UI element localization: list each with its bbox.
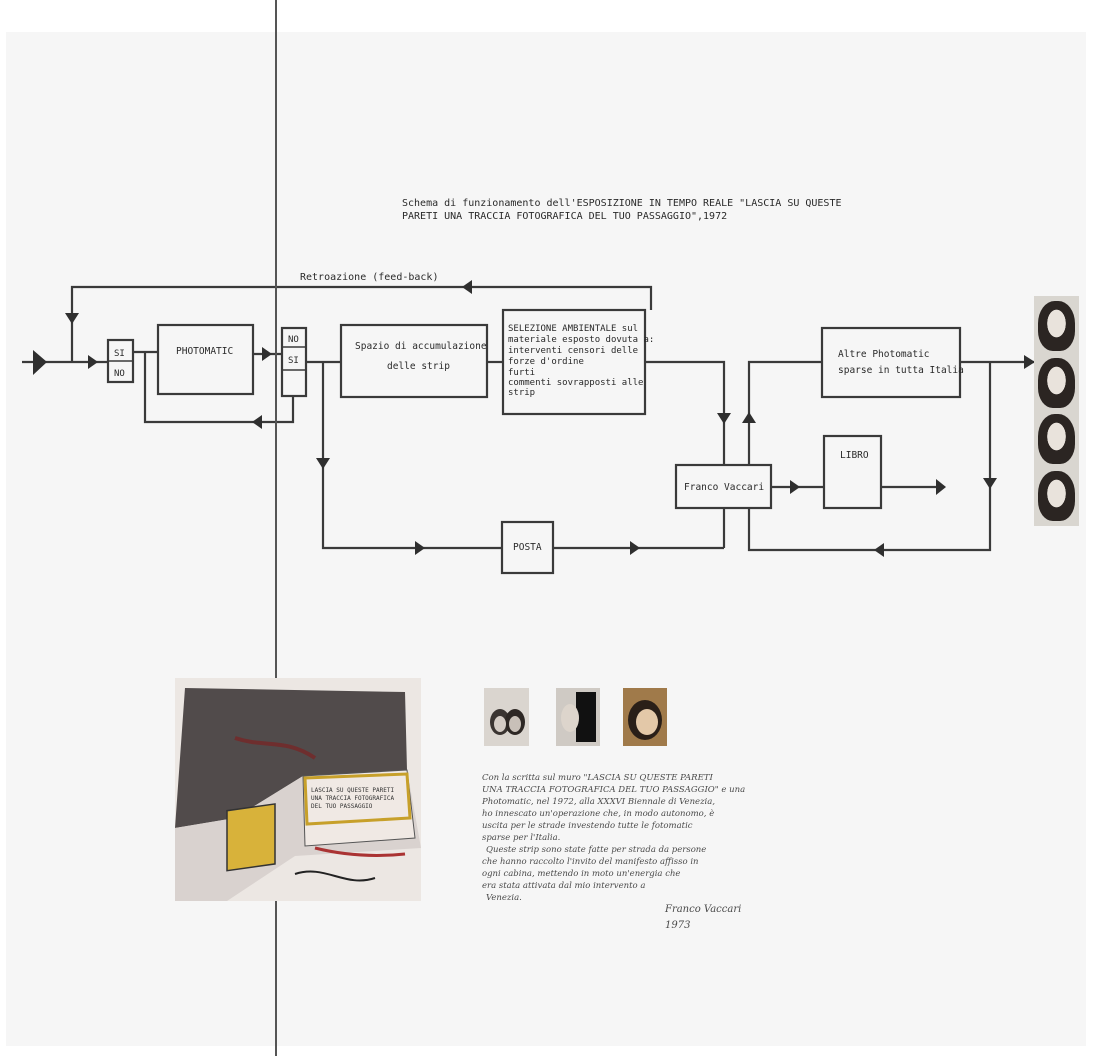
si-label-1: SI <box>114 349 125 359</box>
diagram-title-line1: Schema di funzionamento dell'ESPOSIZIONE… <box>402 198 842 209</box>
no-label-2: NO <box>288 335 299 345</box>
si-label-2: SI <box>288 356 299 366</box>
posta-label: POSTA <box>513 542 542 553</box>
handwritten-note: Con la scritta sul muro "LASCIA SU QUEST… <box>481 773 745 931</box>
posta-down-arrow <box>316 458 330 469</box>
selezione-to-franco <box>645 362 724 465</box>
hand-line-9: ogni cabina, mettendo in moto un'energia… <box>482 869 680 879</box>
thumb-2-image <box>556 688 600 746</box>
feedback-left-arrow <box>462 280 472 294</box>
sketch-drawing: LASCIA SU QUESTE PARETI UNA TRACCIA FOTO… <box>175 678 421 901</box>
right-loop-down-arrow <box>983 478 997 489</box>
thumb-3-image <box>623 688 667 746</box>
strip-photo-4 <box>1038 471 1075 521</box>
libro-out-arrow <box>936 479 946 495</box>
libro-label: LIBRO <box>840 450 869 461</box>
thumb-1-image <box>484 688 529 746</box>
hand-line-1: Con la scritta sul muro "LASCIA SU QUEST… <box>482 773 713 783</box>
libro-in-arrow <box>790 480 800 494</box>
feedback-label: Retroazione (feed-back) <box>300 272 438 283</box>
hand-line-5: uscita per le strade investendo tutte le… <box>482 821 693 831</box>
franco-in-arrow <box>717 413 731 424</box>
thumbnail-photo-3 <box>623 688 667 746</box>
diagram-title-line2: PARETI UNA TRACCIA FOTOGRAFICA DEL TUO P… <box>402 211 727 222</box>
hand-line-2: UNA TRACCIA FOTOGRAFICA DEL TUO PASSAGGI… <box>482 785 745 795</box>
photomatic-out-arrow <box>262 347 272 361</box>
thumbnail-photo-1 <box>484 688 529 746</box>
spazio-label-2: delle strip <box>387 361 450 372</box>
altre-label-1: Altre Photomatic <box>838 349 930 360</box>
no-return-arrow <box>252 415 262 429</box>
sketch-text-1: LASCIA SU QUESTE PARETI <box>311 787 394 794</box>
hand-line-11: Venezia. <box>486 893 522 903</box>
franco-to-altre <box>749 362 822 465</box>
libro-box <box>824 436 881 508</box>
hand-line-4: ho innescato un'operazione che, in modo … <box>482 808 714 819</box>
sketch-text-3: DEL TUO PASSAGGIO <box>311 803 373 810</box>
exhibition-sketch: LASCIA SU QUESTE PARETI UNA TRACCIA FOTO… <box>175 678 421 901</box>
no-label-1: NO <box>114 369 125 379</box>
hand-line-3: Photomatic, nel 1972, alla XXXVI Biennal… <box>481 797 715 807</box>
hand-line-8: che hanno raccolto l'invito del manifest… <box>482 857 699 867</box>
selezione-line-6: commenti sovrapposti alle <box>508 378 643 388</box>
photo-strip <box>1034 296 1079 526</box>
selezione-line-4: forze d'ordine <box>508 357 584 367</box>
franco-up-arrow <box>742 412 756 423</box>
posta-out-arrow <box>630 541 640 555</box>
strip-photo-3 <box>1038 414 1075 464</box>
arrow-to-si <box>88 355 98 369</box>
photomatic-label: PHOTOMATIC <box>176 346 233 357</box>
signature: Franco Vaccari <box>664 904 741 915</box>
selezione-line-3: interventi censori delle <box>508 346 638 356</box>
strip-photo-2 <box>1038 358 1075 408</box>
selezione-line-1: SELEZIONE AMBIENTALE sul <box>508 324 638 334</box>
selezione-line-2: materiale esposto dovuta a: <box>508 335 654 345</box>
right-loop-left-arrow <box>874 543 884 557</box>
strip-photo-1 <box>1038 301 1075 351</box>
franco-label: Franco Vaccari <box>684 482 764 493</box>
selezione-line-7: strip <box>508 388 535 398</box>
photomatic-box <box>158 325 253 394</box>
altre-label-2: sparse in tutta Italia <box>838 365 964 376</box>
altre-photomatic-box <box>822 328 960 397</box>
signature-year: 1973 <box>665 920 690 931</box>
posta-right-arrow <box>415 541 425 555</box>
input-arrow <box>33 350 47 375</box>
selezione-line-5: furti <box>508 368 535 378</box>
feedback-down-arrow <box>65 313 79 324</box>
spazio-label-1: Spazio di accumulazione <box>355 341 487 352</box>
sketch-text-2: UNA TRACCIA FOTOGRAFICA <box>311 795 394 802</box>
hand-line-7: Queste strip sono state fatte per strada… <box>486 845 706 855</box>
thumbnail-photo-2 <box>556 688 600 746</box>
hand-line-6: sparse per l'Italia. <box>482 833 560 843</box>
hand-line-10: era stata attivata dal mio intervento a <box>482 881 645 891</box>
